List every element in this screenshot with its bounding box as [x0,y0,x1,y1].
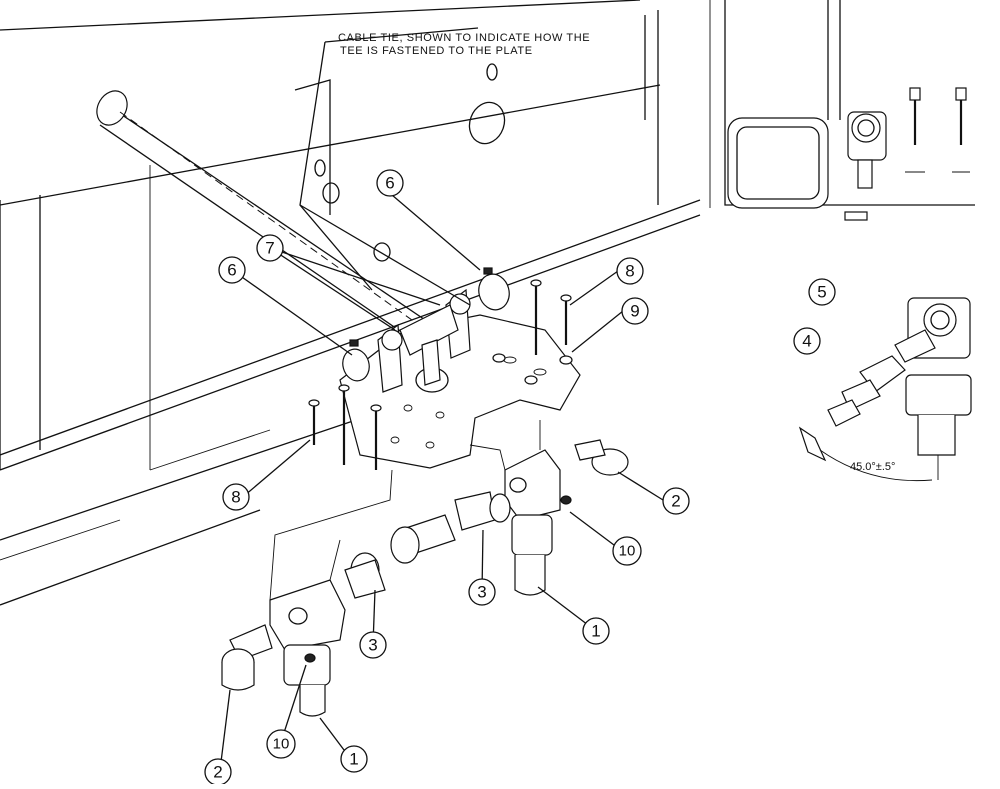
callout-1-left: 1 [340,745,368,773]
callout-9: 9 [621,297,649,325]
callout-2-left: 2 [204,758,232,786]
callout-5-label: 5 [817,283,826,302]
callout-1-right: 1 [582,617,610,645]
callout-6-lower-label: 6 [227,261,236,280]
callout-3-right: 3 [468,578,496,606]
callout-3-left-label: 3 [368,636,377,655]
callout-2-left-label: 2 [213,763,222,782]
callout-10-left-label: 10 [273,736,290,753]
note-line-1: CABLE TIE, SHOWN TO INDICATE HOW THE [338,32,590,44]
callout-7: 7 [256,234,284,262]
callout-6-lower: 6 [218,256,246,284]
tee-bracket-assembly [342,267,510,393]
callout-9-label: 9 [630,302,639,321]
callout-2-right: 2 [662,487,690,515]
frame-structure [0,0,701,606]
callout-5: 5 [808,278,836,306]
callout-10-right: 10 [612,536,642,566]
callout-10-right-label: 10 [619,543,636,560]
inset-side-view [798,297,972,482]
callout-1-right-label: 1 [591,622,600,641]
callout-4-label: 4 [802,332,811,351]
callout-3-right-label: 3 [477,583,486,602]
inset-top-view [709,0,975,221]
callout-bubbles: 1 1 2 2 3 3 4 5 6 6 7 8 8 9 10 10 [204,169,836,786]
callout-1-left-label: 1 [349,750,358,769]
callout-4: 4 [793,327,821,355]
callout-10-left: 10 [266,729,296,759]
callout-6-upper-label: 6 [385,174,394,193]
callout-6-upper: 6 [376,169,404,197]
callout-8-left-label: 8 [231,488,240,507]
callout-8-left: 8 [222,483,250,511]
callout-7-label: 7 [265,239,274,258]
angle-dimension: 45.0°±.5° [850,461,895,473]
callout-8-right-label: 8 [625,262,634,281]
callout-3-left: 3 [359,631,387,659]
callout-8-right: 8 [616,257,644,285]
callout-2-right-label: 2 [671,492,680,511]
fittings [221,420,629,717]
note-line-2: TEE IS FASTENED TO THE PLATE [340,45,533,57]
bolts [308,279,573,470]
